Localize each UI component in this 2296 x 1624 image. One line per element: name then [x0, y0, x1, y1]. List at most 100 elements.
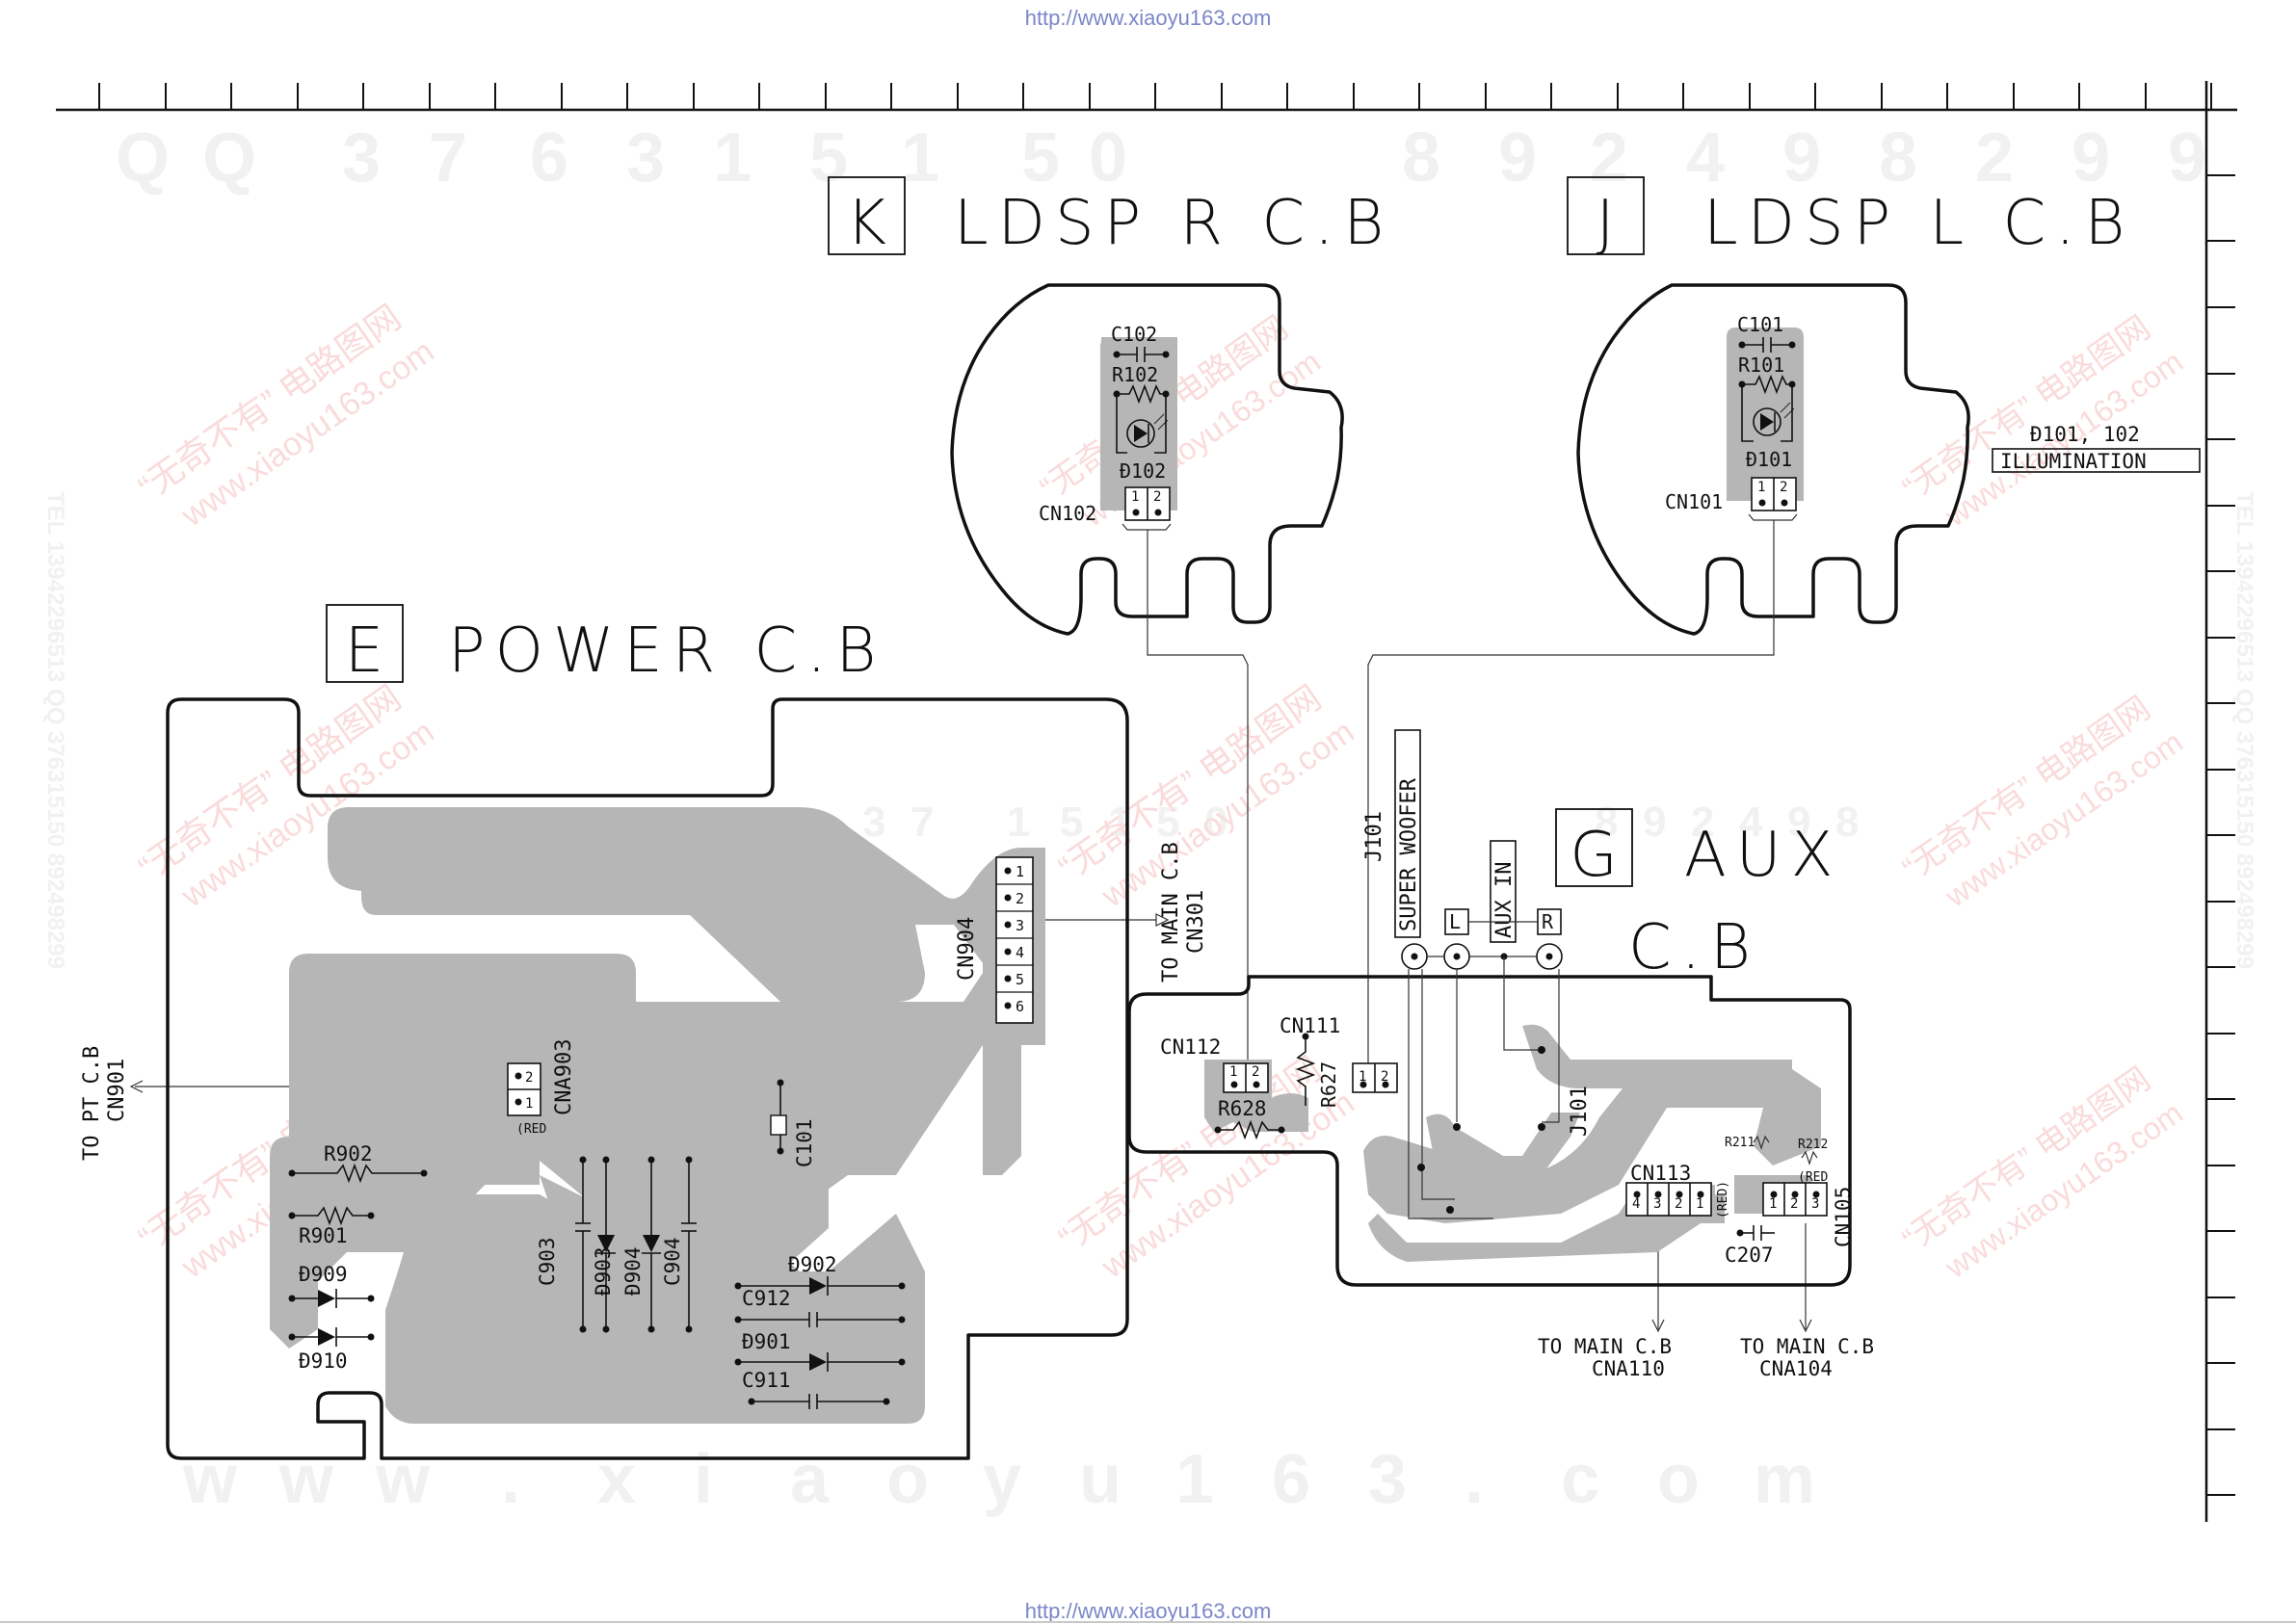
- label-l: L: [1449, 910, 1461, 933]
- cn105-pin-3: 3: [1811, 1196, 1819, 1212]
- cn904-pin-5: 5: [1016, 971, 1024, 988]
- label-red-3: (RED: [1798, 1170, 1828, 1185]
- svg-text:1: 1: [713, 119, 752, 196]
- board-g-letter: G: [1570, 820, 1618, 891]
- cn105-pin-2: 2: [1790, 1196, 1798, 1212]
- board-e-letter: E: [345, 616, 383, 687]
- board-e-name: POWER C.B: [448, 616, 885, 687]
- svg-text:u: u: [1079, 1441, 1122, 1518]
- svg-text:8: 8: [1879, 119, 1917, 196]
- watermark-stamp-9: “无奇不有” 电路图网 www.xiaoyu163.com: [1896, 1061, 2189, 1285]
- label-r101: R101: [1738, 354, 1784, 377]
- frame-right-ruler: [2204, 81, 2235, 1522]
- svg-text:4: 4: [1739, 799, 1763, 846]
- svg-text:w: w: [182, 1441, 238, 1518]
- svg-text:a: a: [790, 1441, 830, 1518]
- svg-text:6: 6: [1272, 1441, 1310, 1518]
- svg-text:c: c: [1561, 1441, 1599, 1518]
- svg-text:.: .: [501, 1441, 520, 1518]
- svg-text:0: 0: [1204, 799, 1227, 846]
- label-illum-ref: Ð101, 102: [2030, 423, 2140, 446]
- svg-text:9: 9: [1782, 119, 1821, 196]
- svg-text:9: 9: [2072, 119, 2110, 196]
- label-d102: Ð102: [1120, 459, 1166, 483]
- svg-text:8: 8: [1595, 799, 1618, 846]
- label-j101-top: J101: [1362, 811, 1386, 862]
- label-super-woofer: SUPER WOOFER: [1397, 777, 1421, 931]
- label-d101: Ð101: [1746, 448, 1792, 471]
- svg-text:8: 8: [1402, 119, 1440, 196]
- svg-text:3: 3: [342, 119, 381, 196]
- header-url[interactable]: http://www.xiaoyu163.com: [1024, 6, 1272, 30]
- label-cn113: CN113: [1630, 1162, 1691, 1185]
- board-g-title: G AUX C.B: [1555, 808, 1842, 983]
- svg-text:5: 5: [1021, 119, 1060, 196]
- svg-text:8: 8: [1835, 799, 1859, 846]
- board-e-outline: [166, 697, 1129, 1460]
- label-c101-e: C101: [793, 1118, 816, 1167]
- frame-top-ruler: [56, 83, 2237, 112]
- watermark-stamp-6: “无奇不有” 电路图网 www.xiaoyu163.com: [1896, 690, 2189, 914]
- svg-text:y: y: [983, 1441, 1021, 1518]
- svg-text:4: 4: [1686, 119, 1725, 196]
- svg-text:3: 3: [1368, 1441, 1407, 1518]
- label-c207: C207: [1725, 1244, 1774, 1267]
- svg-text:i: i: [694, 1441, 713, 1518]
- board-k-outline: [950, 283, 1344, 636]
- board-j-letter: J: [1597, 188, 1615, 259]
- label-cn111: CN111: [1280, 1014, 1340, 1037]
- label-c102: C102: [1111, 323, 1157, 346]
- label-r211: R211: [1725, 1136, 1755, 1150]
- label-d910: Ð910: [299, 1349, 348, 1373]
- label-c911: C911: [742, 1369, 791, 1392]
- board-g-components: J101 SUPER WOOFER AUX IN L R J101 CN112 …: [1160, 729, 1874, 1380]
- svg-text:2: 2: [1975, 119, 2014, 196]
- label-r902: R902: [324, 1142, 373, 1166]
- cn904-pin-3: 3: [1016, 917, 1024, 934]
- svg-text:3: 3: [626, 119, 665, 196]
- svg-text:w: w: [375, 1441, 431, 1518]
- board-k-components: C102 R102 Ð102 1 2 CN102: [1039, 323, 1172, 531]
- label-cn102: CN102: [1039, 502, 1096, 525]
- label-r: R: [1542, 910, 1554, 933]
- cn102-pin-2: 2: [1153, 489, 1161, 505]
- illumination-note: Ð101, 102 ILLUMINATION: [1992, 423, 2201, 473]
- board-j-title: J LDSP L C.B: [1567, 176, 2134, 259]
- watermark-side-right: TEL 13942296513 QQ 376315150 892498299: [2231, 491, 2257, 969]
- label-c101: C101: [1737, 313, 1783, 336]
- board-j-outline: [1576, 283, 1970, 636]
- svg-text:2: 2: [1590, 119, 1628, 196]
- svg-text:1: 1: [1007, 799, 1030, 846]
- cn904-pin-2: 2: [1016, 890, 1024, 907]
- svg-text:9: 9: [1787, 799, 1810, 846]
- label-d902: Ð902: [788, 1253, 837, 1276]
- label-illumination: ILLUMINATION: [2000, 450, 2147, 473]
- svg-text:7: 7: [429, 119, 467, 196]
- label-d903: Ð903: [592, 1246, 615, 1296]
- interconnect-wires: [129, 520, 1812, 1333]
- cn113-pin-4: 4: [1632, 1196, 1640, 1212]
- label-to-main-cna110-a: TO MAIN C.B: [1538, 1335, 1672, 1358]
- watermark-top-digits: Q Q 3 7 6 3 1 5 1 5 0 8 9 2 4 9 8 2 9 9: [116, 119, 2206, 196]
- svg-text:w: w: [278, 1441, 334, 1518]
- label-r628: R628: [1218, 1097, 1267, 1120]
- svg-text:6: 6: [530, 119, 568, 196]
- cn105-pin-1: 1: [1769, 1196, 1777, 1212]
- svg-text:m: m: [1754, 1441, 1815, 1518]
- label-to-main-cn301-a: TO MAIN C.B: [1159, 842, 1183, 982]
- label-to-main-cna104-a: TO MAIN C.B: [1740, 1335, 1874, 1358]
- svg-text:5: 5: [1060, 799, 1083, 846]
- label-c903: C903: [536, 1237, 559, 1286]
- board-g-name-line2: C.B: [1628, 912, 1760, 983]
- board-j-name: LDSP L C.B: [1703, 188, 2134, 259]
- cn111-pin-2: 2: [1381, 1069, 1388, 1085]
- footer-url[interactable]: http://www.xiaoyu163.com: [1024, 1599, 1272, 1623]
- watermark-mid-digits: 3 7 1 5 1 5 0 8 9 2 4 9 8: [862, 799, 1859, 846]
- bottom-rule: [0, 1621, 2296, 1623]
- label-cna903: CNA903: [552, 1039, 576, 1115]
- board-g-name-line1: AUX: [1684, 820, 1842, 891]
- watermark-stamp-1: “无奇不有” 电路图网 www.xiaoyu163.com: [131, 297, 440, 535]
- cn904-pin-4: 4: [1016, 944, 1024, 961]
- svg-text:2: 2: [1691, 799, 1714, 846]
